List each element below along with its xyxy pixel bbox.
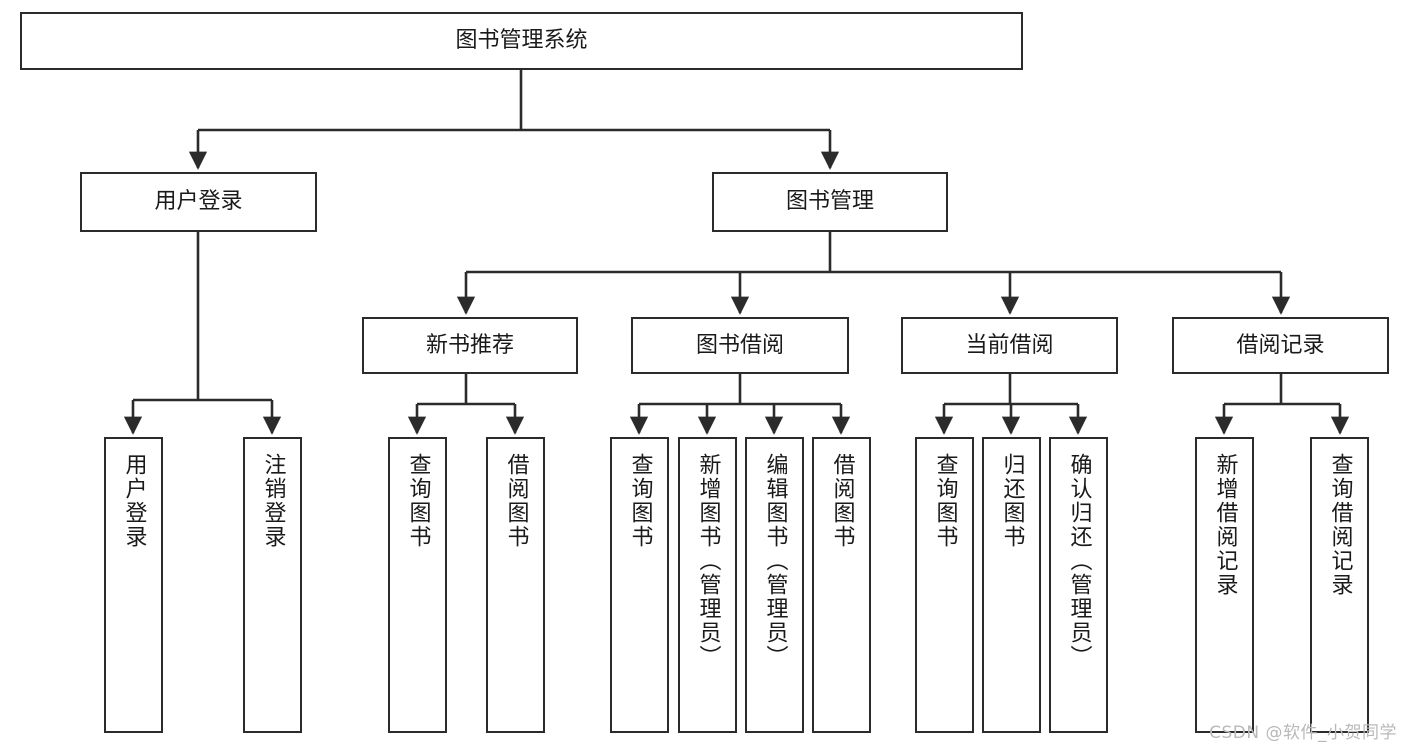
node-book-borrow-label: 图书借阅 — [695, 332, 784, 358]
node-leaf-add-book-label: 新增图书（管理员） — [695, 453, 721, 669]
node-book-management[interactable]: 图书管理 — [712, 172, 948, 232]
node-leaf-query-record-label: 查询借阅记录 — [1327, 453, 1353, 597]
node-leaf-logout-login[interactable]: 注销登录 — [243, 437, 302, 733]
node-new-book-recommend-label: 新书推荐 — [425, 332, 514, 358]
node-new-book-recommend[interactable]: 新书推荐 — [362, 317, 578, 374]
node-leaf-query-book-2[interactable]: 查询图书 — [610, 437, 669, 733]
node-leaf-add-book[interactable]: 新增图书（管理员） — [678, 437, 737, 733]
node-leaf-add-record-label: 新增借阅记录 — [1212, 453, 1238, 597]
node-leaf-return-book[interactable]: 归还图书 — [982, 437, 1041, 733]
node-leaf-borrow-book-1[interactable]: 借阅图书 — [486, 437, 545, 733]
node-leaf-edit-book[interactable]: 编辑图书（管理员） — [745, 437, 804, 733]
node-system-title-label: 图书管理系统 — [455, 28, 588, 54]
node-leaf-logout-login-label: 注销登录 — [260, 453, 286, 549]
node-leaf-edit-book-label: 编辑图书（管理员） — [762, 453, 788, 669]
node-current-borrow[interactable]: 当前借阅 — [901, 317, 1118, 374]
node-user-login[interactable]: 用户登录 — [80, 172, 317, 232]
node-system-title[interactable]: 图书管理系统 — [20, 12, 1023, 70]
node-leaf-confirm-return[interactable]: 确认归还（管理员） — [1049, 437, 1108, 733]
node-book-management-label: 图书管理 — [785, 189, 874, 215]
node-leaf-user-login[interactable]: 用户登录 — [104, 437, 163, 733]
node-leaf-return-book-label: 归还图书 — [999, 453, 1025, 549]
node-leaf-query-book-3-label: 查询图书 — [932, 453, 958, 549]
node-leaf-query-book-1[interactable]: 查询图书 — [388, 437, 447, 733]
node-current-borrow-label: 当前借阅 — [965, 332, 1054, 358]
node-borrow-record-label: 借阅记录 — [1236, 332, 1325, 358]
node-book-borrow[interactable]: 图书借阅 — [631, 317, 849, 374]
node-leaf-confirm-return-label: 确认归还（管理员） — [1066, 453, 1092, 669]
node-borrow-record[interactable]: 借阅记录 — [1172, 317, 1389, 374]
node-leaf-query-record[interactable]: 查询借阅记录 — [1310, 437, 1369, 733]
node-leaf-borrow-book-1-label: 借阅图书 — [503, 453, 529, 549]
node-leaf-query-book-2-label: 查询图书 — [627, 453, 653, 549]
node-leaf-borrow-book-2[interactable]: 借阅图书 — [812, 437, 871, 733]
node-leaf-user-login-label: 用户登录 — [121, 453, 147, 549]
node-leaf-query-book-3[interactable]: 查询图书 — [915, 437, 974, 733]
node-user-login-label: 用户登录 — [154, 189, 243, 215]
node-leaf-add-record[interactable]: 新增借阅记录 — [1195, 437, 1254, 733]
node-leaf-borrow-book-2-label: 借阅图书 — [829, 453, 855, 549]
node-leaf-query-book-1-label: 查询图书 — [405, 453, 431, 549]
